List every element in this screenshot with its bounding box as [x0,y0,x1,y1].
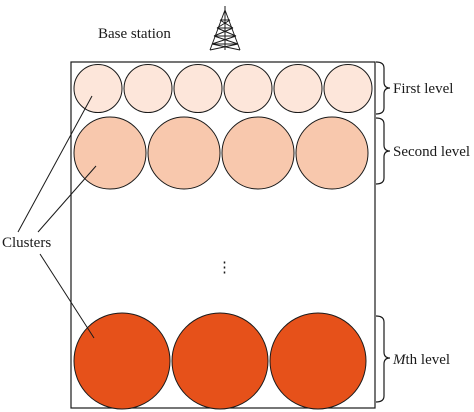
pointer-first-level [17,95,93,233]
mth-level-suffix: th level [406,352,451,368]
first-level-cluster-4 [223,64,273,113]
first-level-cluster-6 [323,64,373,113]
first-level-cluster-1 [73,64,123,113]
mth-level-brace [375,315,391,403]
first-level-brace [375,61,391,115]
mth-level-cluster-3 [269,312,367,410]
base-station-label: Base station [98,26,171,42]
second-level-cluster-4 [295,116,369,190]
pointer-second-level [37,165,97,233]
level-braces [375,61,391,403]
pointer-mth-level [39,253,95,339]
first-level-cluster-5 [273,64,323,113]
second-level-brace [375,117,391,185]
first-level-cluster-3 [173,64,223,113]
first-level-label: First level [393,81,453,97]
mth-level-variable: M [392,352,407,368]
mth-level-cluster-1 [73,312,171,410]
cluster-circles [73,64,373,410]
mth-level-label: Mth level [392,352,450,368]
second-level-cluster-2 [147,116,221,190]
clusters-label: Clusters [2,235,51,251]
vertical-ellipsis: ⋮ [217,260,232,276]
second-level-label: Second level [393,144,470,160]
antenna-tower-icon [209,6,241,51]
mth-level-cluster-2 [171,312,269,410]
clusters-pointers [17,95,97,339]
first-level-cluster-2 [123,64,173,113]
second-level-cluster-3 [221,116,295,190]
